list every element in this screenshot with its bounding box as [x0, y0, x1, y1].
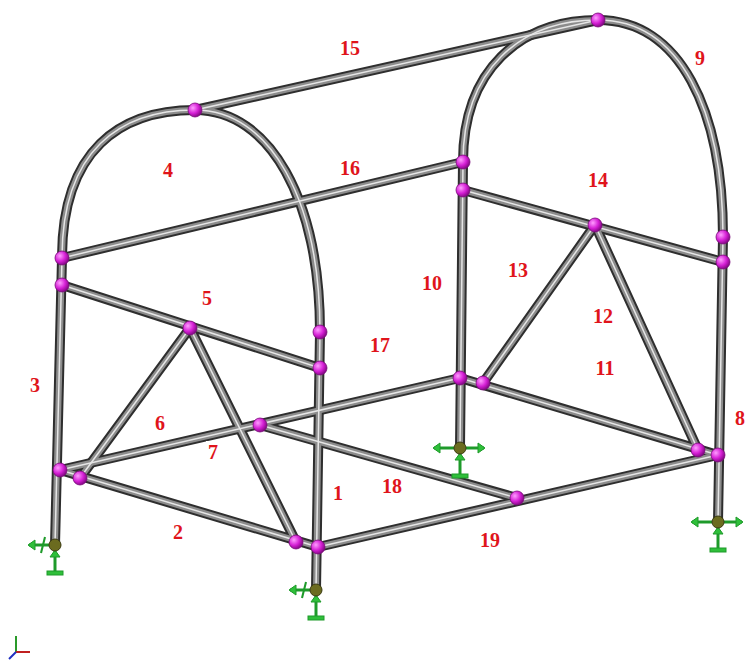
- tube-highlight: [55, 20, 723, 590]
- callout-number: 18: [380, 475, 404, 497]
- callout-number: 7: [206, 441, 220, 463]
- callout-number: 19: [478, 529, 502, 551]
- callout-number: 17: [368, 334, 392, 356]
- callout-number: 10: [420, 272, 444, 294]
- callout-number: 14: [586, 169, 610, 191]
- callout-number: 5: [200, 287, 214, 309]
- callout-number: 2: [171, 521, 185, 543]
- callout-number: 1: [331, 482, 345, 504]
- callout-number: 16: [338, 157, 362, 179]
- callout-number: 4: [161, 159, 175, 181]
- callout-number: 8: [733, 407, 747, 429]
- fixture-symbols: [28, 442, 743, 620]
- callout-number: 11: [594, 357, 617, 379]
- tube-body: [55, 20, 723, 590]
- tube-outline: [55, 20, 723, 590]
- joint-markers: [53, 13, 730, 554]
- callout-number: 15: [338, 37, 362, 59]
- callout-number: 9: [693, 47, 707, 69]
- callout-number: 12: [591, 305, 615, 327]
- axis-triad: [9, 636, 30, 659]
- callout-number: 3: [28, 374, 42, 396]
- callout-number: 6: [153, 412, 167, 434]
- callout-number: 13: [506, 259, 530, 281]
